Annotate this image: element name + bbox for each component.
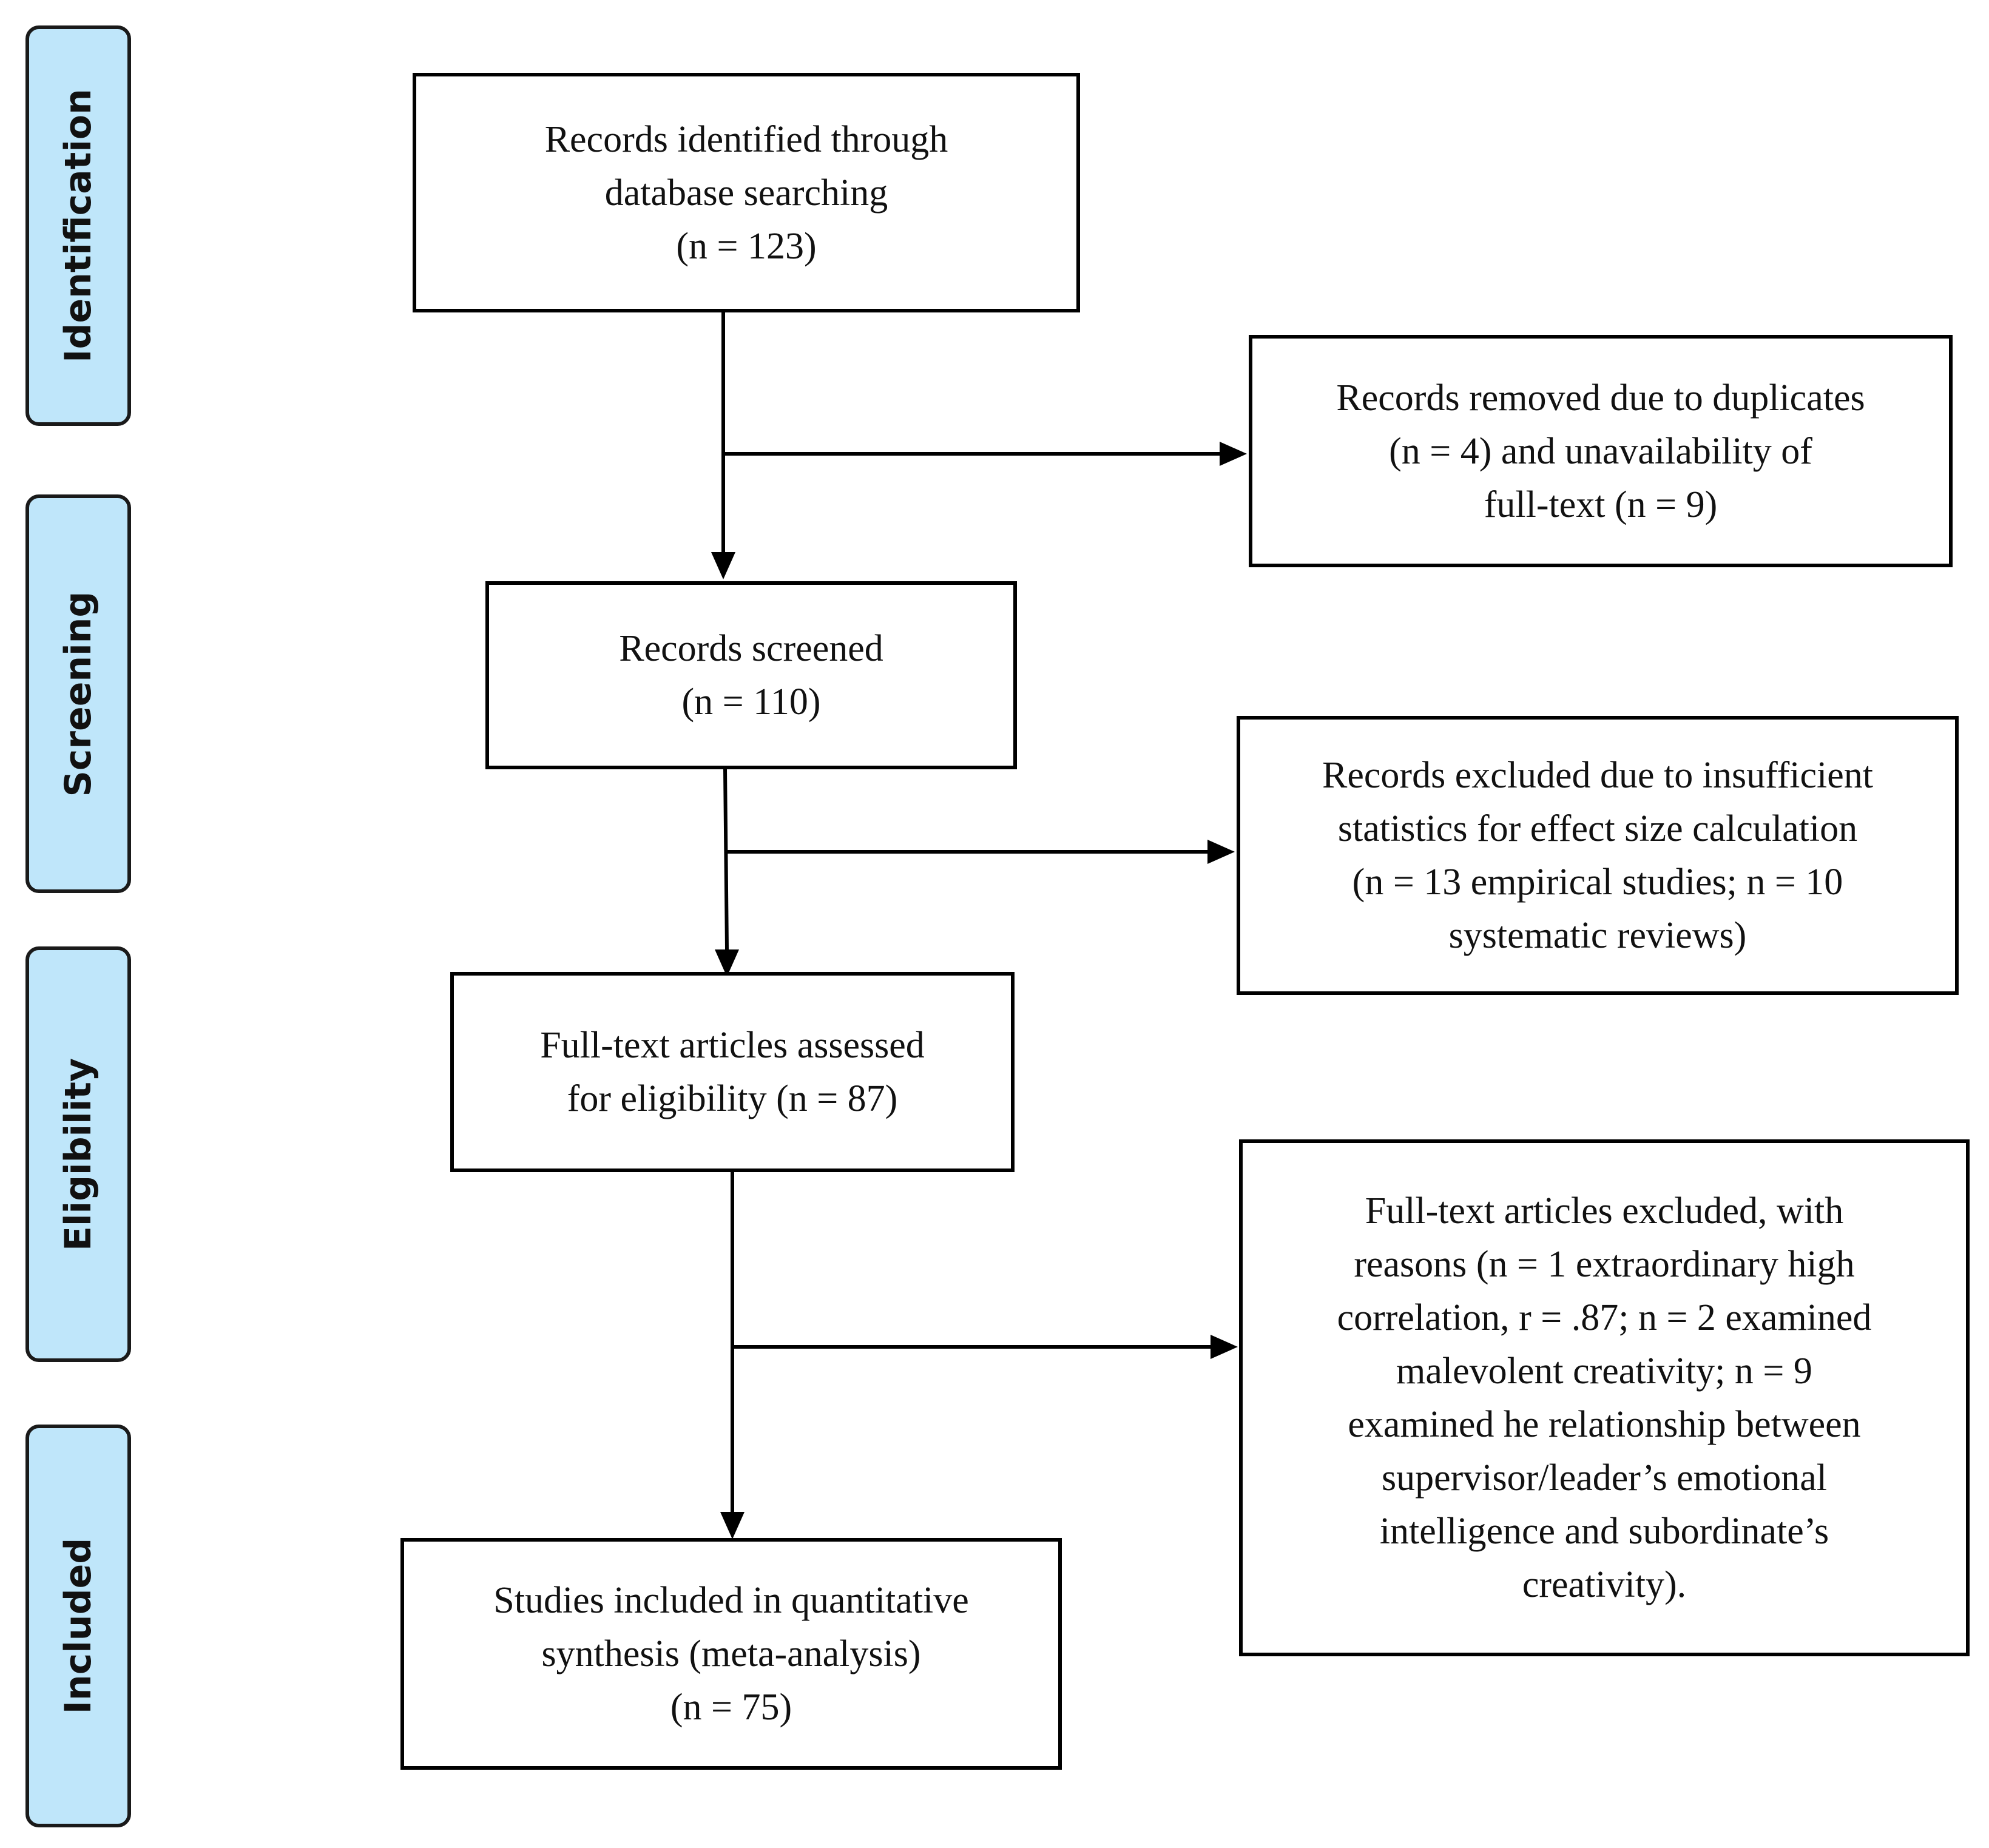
text-line: supervisor/leader’s emotional [1381,1457,1828,1499]
connector-screened-to-eligibility [723,769,729,950]
text-line: correlation, r = .87; n = 2 examined [1337,1297,1872,1338]
text-line: Records screened [619,628,883,669]
text-line: reasons (n = 1 extraordinary high [1354,1244,1855,1285]
text-line: (n = 110) [681,681,821,723]
text-line: (n = 13 empirical studies; n = 10 [1352,862,1843,903]
text-line: full-text (n = 9) [1484,484,1718,525]
text-line: examined he relationship between [1348,1404,1861,1445]
text-line: synthesis (meta-analysis) [541,1633,921,1674]
text-line: creativity). [1522,1564,1687,1605]
box-studies-included: Studies included in quantitative synthes… [400,1538,1062,1770]
text-line: systematic reviews) [1448,915,1747,956]
stage-screening: Screening [25,494,131,893]
box-records-excluded-insufficient: Records excluded due to insufficient sta… [1237,716,1959,995]
text-line: Records identified through [544,118,948,160]
text-line: (n = 75) [670,1687,792,1728]
text-line: (n = 123) [676,225,817,267]
text-line: (n = 4) and unavailability of [1389,430,1812,472]
text-line: intelligence and subordinate’s [1379,1511,1829,1552]
stage-eligibility: Eligibility [25,946,131,1362]
text-line: Records removed due to duplicates [1336,377,1865,419]
text-line: Full-text articles excluded, with [1365,1190,1844,1232]
text-line: Records excluded due to insufficient [1322,755,1873,796]
box-records-removed-duplicates: Records removed due to duplicates (n = 4… [1249,335,1953,567]
box-fulltext-assessed: Full-text articles assessed for eligibil… [450,972,1015,1172]
arrowhead-insufficient-stats [1207,840,1235,864]
arrowhead-screened [711,552,735,579]
stage-included: Included [25,1425,131,1827]
box-records-screened: Records screened (n = 110) [485,581,1017,769]
arrowhead-included [720,1512,745,1539]
box-fulltext-excluded: Full-text articles excluded, with reason… [1239,1139,1970,1656]
arrowhead-fulltext-excluded [1211,1335,1238,1359]
arrowhead-duplicates [1220,442,1247,466]
text-line: malevolent creativity; n = 9 [1396,1351,1812,1392]
text-line: statistics for effect size calculation [1337,808,1858,849]
text-line: Full-text articles assessed [540,1025,925,1066]
text-line: database searching [604,172,888,214]
text-line: for eligibility (n = 87) [567,1078,898,1119]
text-line: Studies included in quantitative [493,1580,969,1621]
box-records-identified: Records identified through database sear… [413,73,1080,312]
stage-identification: Identification [25,25,131,426]
arrowhead-eligibility [715,949,739,977]
